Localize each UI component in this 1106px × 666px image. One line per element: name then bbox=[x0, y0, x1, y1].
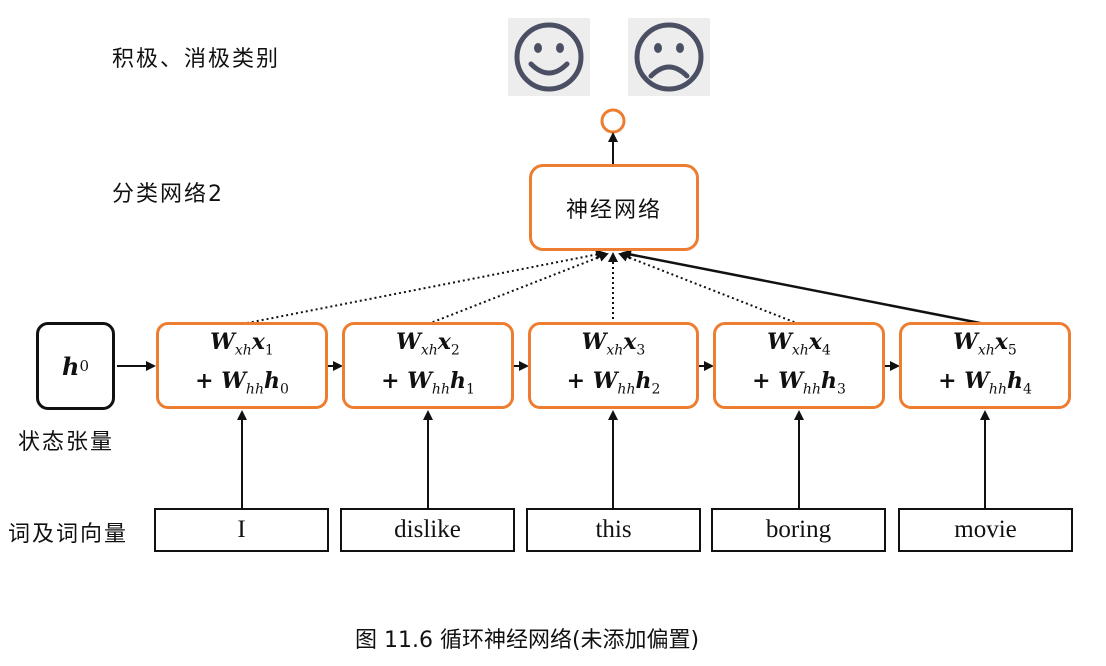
word-box-5: movie bbox=[898, 508, 1073, 552]
rnn-cell-2: Wxhx2 + Whhh1 bbox=[342, 322, 514, 409]
rnn-cell-1: Wxhx1 + Whhh0 bbox=[156, 322, 328, 409]
neural-network-box: 神经网络 bbox=[529, 164, 699, 251]
initial-state-symbol: h bbox=[62, 351, 80, 381]
rnn-cell-4: Wxhx4 + Whhh3 bbox=[713, 322, 885, 409]
dotted-link-2 bbox=[427, 252, 609, 325]
rnn-cell-5: Wxhx5 + Whhh4 bbox=[899, 322, 1071, 409]
classifier-label: 分类网络2 bbox=[112, 182, 224, 207]
word-box-4: boring bbox=[711, 508, 886, 552]
final-link bbox=[621, 249, 986, 326]
sad-face-icon bbox=[628, 18, 710, 96]
class-label: 积极、消极类别 bbox=[112, 47, 281, 72]
word-box-1: I bbox=[154, 508, 329, 552]
figure-caption: 图 11.6 循环神经网络(未添加偏置) bbox=[355, 628, 700, 653]
word-label: 词及词向量 bbox=[8, 522, 129, 547]
dotted-link-4 bbox=[618, 252, 800, 325]
initial-state-index: 0 bbox=[79, 357, 89, 375]
word-box-2: dislike bbox=[340, 508, 515, 552]
rnn-cell-3: Wxhx3 + Whhh2 bbox=[528, 322, 699, 409]
output-node bbox=[600, 108, 626, 134]
smiley-face-icon bbox=[508, 18, 590, 96]
word-box-3: this bbox=[526, 508, 701, 552]
dotted-link-1 bbox=[241, 249, 606, 325]
state-label: 状态张量 bbox=[18, 430, 115, 455]
